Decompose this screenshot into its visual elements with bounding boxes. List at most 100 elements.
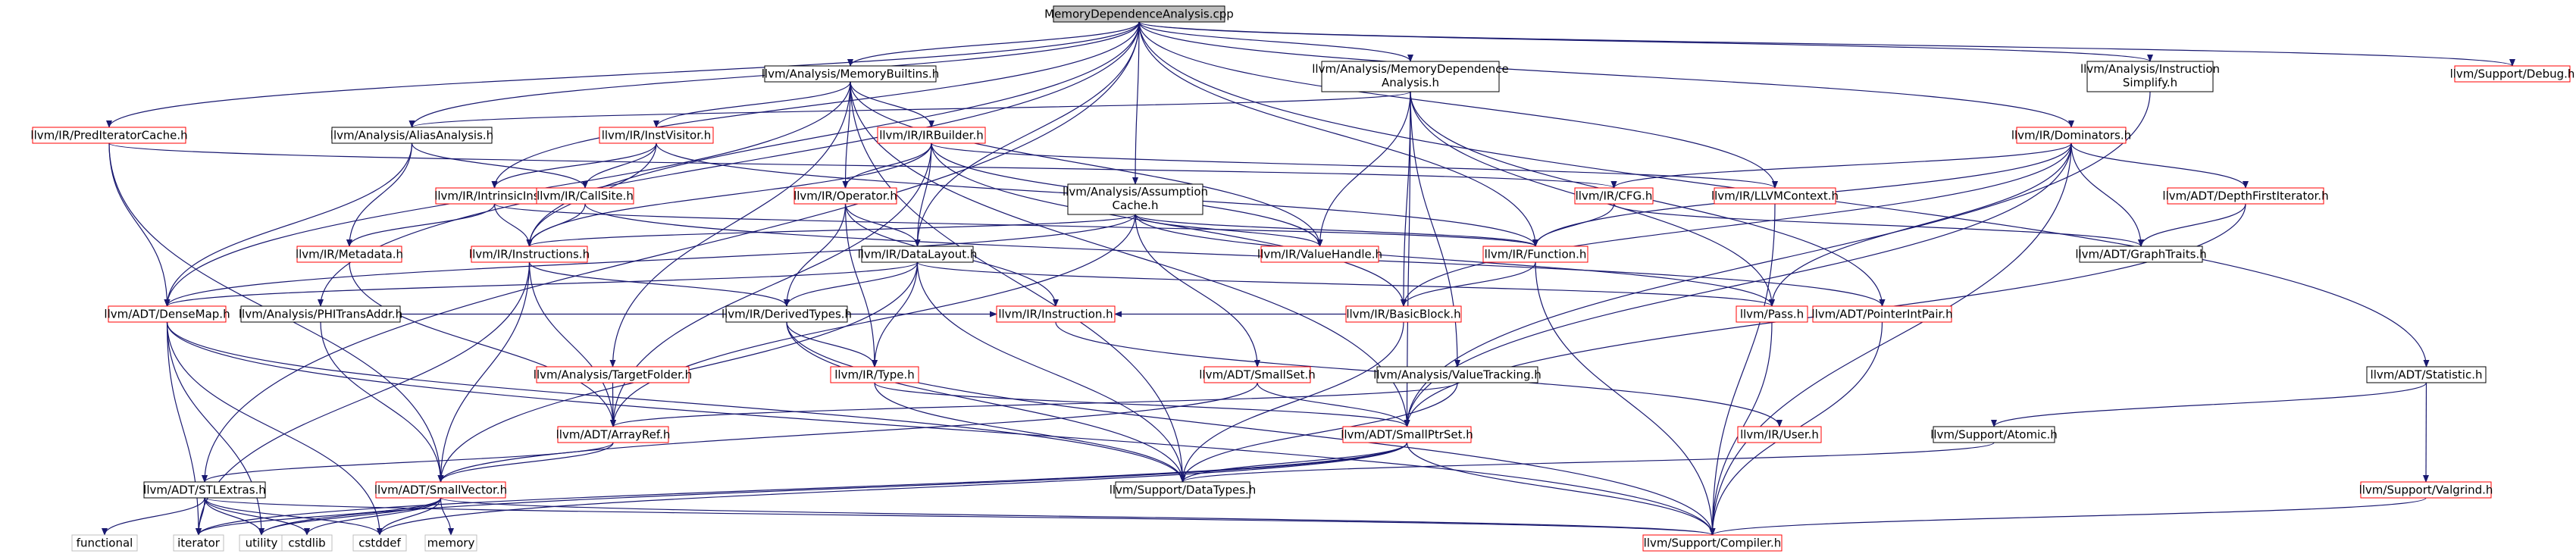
include-edge-densemap-to-cstddef [166, 321, 383, 536]
node-box [1736, 305, 1808, 323]
node-ir-instruction[interactable]: llvm/IR/Instruction.h [996, 305, 1116, 323]
node-label: llvm/Support/Compiler.h [1644, 537, 1782, 550]
include-edge-memory_builtins-to-operator [842, 81, 851, 189]
node-llvm-context[interactable]: llvm/IR/LLVMContext.h [1711, 187, 1839, 205]
node-label: llvm/Analysis/MemoryBuiltins.h [762, 67, 940, 81]
node-label: llvm/Support/Valgrind.h [2359, 483, 2493, 497]
node-label: llvm/ADT/STLExtras.h [143, 483, 266, 497]
node-label: llvm/IR/CallSite.h [537, 189, 634, 203]
node-label: Analysis.h [1382, 76, 1439, 89]
node-label: Simplify.h [2123, 76, 2177, 89]
node-box [1714, 187, 1836, 205]
include-edge-function-to-compiler [1535, 261, 1716, 536]
node-derived-types[interactable]: llvm/IR/DerivedTypes.h [721, 305, 852, 323]
node-depth-first[interactable]: llvm/ADT/DepthFirstIterator.h [2162, 187, 2329, 205]
node-label: memory [427, 537, 475, 550]
node-pointer-int-pair[interactable]: llvm/ADT/PointerIntPair.h [1811, 305, 1953, 323]
node-statistic[interactable]: llvm/ADT/Statistic.h [2366, 366, 2487, 383]
node-dominators[interactable]: llvm/IR/Dominators.h [2011, 127, 2131, 144]
include-edge-array_ref-to-stl_extras [202, 442, 614, 483]
node-box [1812, 305, 1952, 323]
node-label: llvm/ADT/ArrayRef.h [556, 428, 671, 442]
node-value-tracking[interactable]: llvm/Analysis/ValueTracking.h [1373, 366, 1542, 383]
node-basic-block[interactable]: llvm/IR/BasicBlock.h [1345, 305, 1462, 323]
node-box [375, 481, 506, 499]
include-edge-mda_cpp-to-dominators [1138, 21, 2074, 128]
node-layer: MemoryDependenceAnalysis.cppllvm/Analysi… [30, 5, 2575, 552]
node-phitransaddr[interactable]: llvm/Analysis/PHITransAddr.h [239, 305, 402, 323]
node-box [1067, 183, 1203, 215]
node-small-set[interactable]: llvm/ADT/SmallSet.h [1199, 366, 1316, 383]
include-edge-cfg-to-function [1532, 203, 1615, 247]
node-ir-user[interactable]: llvm/IR/User.h [1737, 426, 1822, 443]
edge-layer [102, 21, 2515, 536]
node-label: llvm/Support/DataTypes.h [1110, 483, 1257, 497]
node-label: llvm/IR/CFG.h [1576, 189, 1653, 203]
node-densemap[interactable]: llvm/ADT/DenseMap.h [104, 305, 230, 323]
include-edge-irbuilder-to-operator [842, 142, 932, 189]
node-label: llvm/IR/User.h [1740, 428, 1819, 442]
node-ir-type[interactable]: llvm/IR/Type.h [830, 366, 919, 383]
node-label: llvm/Analysis/MemoryDependence [1312, 62, 1509, 76]
include-edge-instructions-to-array_ref [528, 261, 616, 427]
node-metadata[interactable]: llvm/IR/Metadata.h [296, 246, 403, 263]
node-iterator: iterator [173, 534, 224, 552]
node-data-types[interactable]: llvm/Support/DataTypes.h [1110, 481, 1257, 499]
node-label: llvm/IR/Instructions.h [469, 248, 590, 261]
include-edge-memdep_h-to-alias_analysis [409, 91, 1411, 128]
node-inst-visitor[interactable]: llvm/IR/InstVisitor.h [599, 127, 714, 144]
include-edge-array_ref-to-small_vector [437, 442, 614, 483]
node-pred-cache[interactable]: llvm/IR/PredIteratorCache.h [30, 127, 188, 144]
node-function[interactable]: llvm/IR/Function.h [1482, 246, 1588, 263]
include-edge-callsite-to-pointer_int_pair [584, 203, 1886, 307]
node-small-vector[interactable]: llvm/ADT/SmallVector.h [374, 481, 507, 499]
node-box [877, 127, 986, 144]
include-edge-mda_cpp-to-assumption_cache [1132, 21, 1140, 185]
node-small-ptr-set[interactable]: llvm/ADT/SmallPtrSet.h [1341, 426, 1473, 443]
node-cfg[interactable]: llvm/IR/CFG.h [1574, 187, 1654, 205]
node-box [471, 246, 588, 263]
node-support-debug[interactable]: llvm/Support/Debug.h [2450, 65, 2575, 83]
node-stl-extras[interactable]: llvm/ADT/STLExtras.h [143, 481, 266, 499]
node-graph-traits[interactable]: llvm/ADT/GraphTraits.h [2075, 246, 2207, 263]
node-memory-builtins[interactable]: llvm/Analysis/MemoryBuiltins.h [762, 65, 940, 83]
include-edge-datalayout-to-derived_types [784, 261, 919, 307]
node-operator[interactable]: llvm/IR/Operator.h [793, 187, 897, 205]
node-label: llvm/IR/Function.h [1485, 248, 1587, 261]
node-label: llvm/ADT/SmallVector.h [374, 483, 507, 497]
include-edge-instructions-to-derived_types [528, 261, 790, 307]
include-edge-dominators-to-compiler [1709, 142, 2072, 536]
include-edge-assumption_cache-to-valuehandle [1135, 214, 1323, 247]
include-edge-statistic-to-valgrind [2423, 382, 2430, 483]
node-valgrind[interactable]: llvm/Support/Valgrind.h [2359, 481, 2493, 499]
node-support-atomic[interactable]: llvm/Support/Atomic.h [1930, 426, 2058, 443]
node-array-ref[interactable]: llvm/ADT/ArrayRef.h [556, 426, 671, 443]
node-datalayout[interactable]: llvm/IR/DataLayout.h [858, 246, 978, 263]
node-box [1482, 246, 1588, 263]
node-intrinsic-inst[interactable]: llvm/IR/IntrinsicInst.h [434, 187, 555, 205]
node-label: utility [246, 537, 278, 550]
node-pass[interactable]: llvm/Pass.h [1736, 305, 1808, 323]
include-edge-assumption_cache-to-instructions [526, 214, 1136, 247]
include-edge-assumption_cache-to-array_ref [610, 214, 1136, 427]
node-irbuilder[interactable]: llvm/IR/IRBuilder.h [877, 127, 986, 144]
include-edge-ir_type-to-small_ptr_set [874, 382, 1410, 427]
node-memdep-h[interactable]: llvm/Analysis/MemoryDependenceAnalysis.h [1312, 61, 1509, 92]
node-instructions[interactable]: llvm/IR/Instructions.h [469, 246, 590, 263]
node-valuehandle[interactable]: llvm/IR/ValueHandle.h [1257, 246, 1382, 263]
node-compiler[interactable]: llvm/Support/Compiler.h [1642, 534, 1783, 552]
include-edge-memory_builtins-to-irbuilder [850, 81, 934, 128]
node-box [424, 534, 477, 552]
node-label: llvm/IR/DerivedTypes.h [721, 308, 852, 321]
include-edge-memory_builtins-to-valuehandle [850, 81, 1323, 247]
include-edge-alias_analysis-to-callsite [411, 142, 588, 189]
node-target-folder[interactable]: llvm/Analysis/TargetFolder.h [534, 366, 692, 383]
include-edge-inst_simplify-to-small_ptr_set [1404, 91, 2151, 427]
node-label: llvm/IR/DataLayout.h [858, 248, 978, 261]
node-callsite[interactable]: llvm/IR/CallSite.h [536, 187, 634, 205]
node-label: llvm/IR/ValueHandle.h [1257, 248, 1382, 261]
node-alias-analysis[interactable]: llvm/Analysis/AliasAnalysis.h [330, 127, 493, 144]
include-edge-instructions-to-small_vector [437, 261, 531, 483]
